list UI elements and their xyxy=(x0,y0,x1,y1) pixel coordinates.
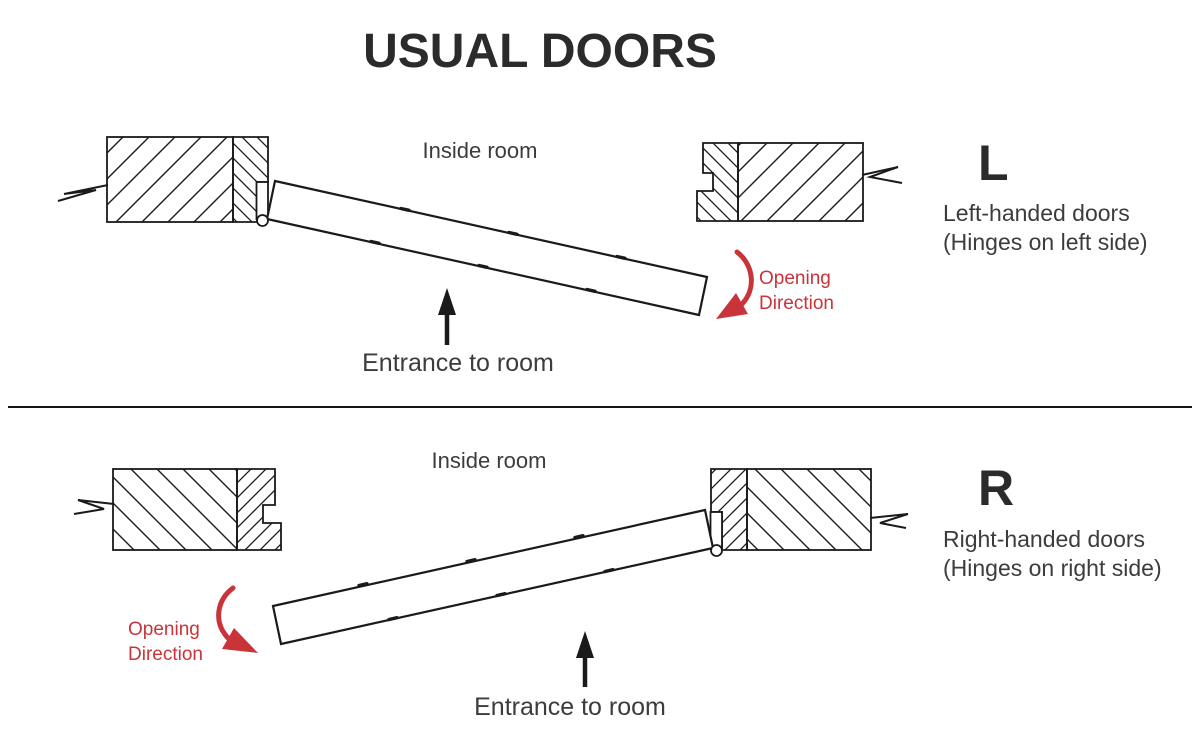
jamb-section xyxy=(696,142,739,222)
handedness-letter-left: L xyxy=(978,135,1009,191)
entrance-label-left-handed: Entrance to room xyxy=(362,349,554,377)
door-hinge-stile xyxy=(255,181,269,220)
left-handed-diagram xyxy=(57,136,903,345)
hinge-note-left: (Hinges on left side) xyxy=(943,229,1148,255)
inside-room-label-left-handed: Inside room xyxy=(422,138,538,163)
opening-direction-label-left-handed: Opening Direction xyxy=(759,268,834,314)
door-type-label-right: Right-handed doors xyxy=(943,526,1146,552)
door-panel xyxy=(265,179,709,317)
hinge-icon xyxy=(256,214,269,227)
door-panel xyxy=(271,508,715,646)
opening-direction-label-right-handed: Opening Direction xyxy=(128,619,203,665)
jamb-section xyxy=(236,468,282,551)
section-divider xyxy=(8,406,1192,408)
wall-section xyxy=(106,136,234,223)
hinge-side-frame xyxy=(710,468,909,551)
page-title: USUAL DOORS xyxy=(363,25,717,78)
wall-section xyxy=(746,468,872,551)
right-handed-diagram xyxy=(73,468,909,687)
wall-section xyxy=(112,468,238,551)
hinge-icon xyxy=(710,544,723,557)
entrance-arrow-icon xyxy=(576,631,594,687)
wall-section xyxy=(737,142,864,222)
door-face-ticks xyxy=(369,206,627,293)
strike-side-frame xyxy=(73,468,282,551)
hinge-side-frame xyxy=(57,136,269,223)
handedness-letter-right: R xyxy=(978,460,1015,516)
strike-side-frame xyxy=(696,142,903,222)
opening-direction-arrow-icon xyxy=(716,249,754,319)
door-leaf xyxy=(255,179,709,317)
door-face-ticks xyxy=(357,534,615,622)
wall-break-icon xyxy=(869,513,909,529)
door-leaf xyxy=(271,508,723,646)
wall-break-icon xyxy=(57,184,109,202)
hinge-note-right: (Hinges on right side) xyxy=(943,555,1162,581)
wall-break-icon xyxy=(861,166,903,184)
inside-room-label-right-handed: Inside room xyxy=(431,448,547,473)
wall-break-icon xyxy=(73,499,115,515)
entrance-arrow-icon xyxy=(438,288,456,345)
door-type-label-left: Left-handed doors xyxy=(943,200,1130,226)
entrance-label-right-handed: Entrance to room xyxy=(474,693,666,721)
opening-direction-arrow-icon xyxy=(216,585,258,653)
